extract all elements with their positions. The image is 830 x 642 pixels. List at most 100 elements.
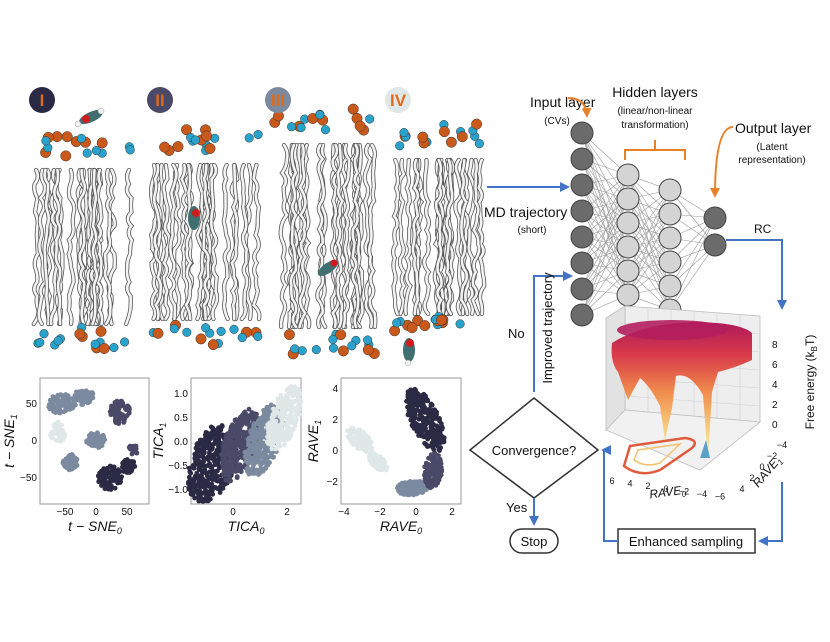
scatter-point (277, 439, 282, 445)
sc3-xlabel-sub: 0 (417, 526, 422, 536)
hidden-layers-bracket (624, 140, 686, 160)
network-edge (581, 174, 629, 264)
choline-bead (328, 334, 338, 345)
sampling-to-convergence-arrow (601, 445, 618, 542)
scatter-point (365, 439, 371, 444)
surface-contour-inner (633, 442, 683, 466)
scatter-point (201, 438, 207, 443)
panel-badge-4: IV (385, 87, 411, 113)
scatter-point (225, 459, 231, 465)
scatter-point (126, 469, 132, 475)
scatter-point (61, 434, 67, 440)
solute-molecule-1 (74, 107, 105, 128)
scatter-point (266, 427, 271, 432)
scatter-point (412, 489, 417, 495)
scatter-point (221, 470, 227, 475)
rc-label: RC (754, 222, 772, 236)
improved-trajectory-label: Improved trajectory (540, 272, 555, 384)
scatter-point (429, 470, 435, 476)
scatter-point (269, 431, 275, 436)
network-edge (581, 198, 629, 264)
scatter-point (90, 395, 96, 401)
lipid-tail (202, 163, 210, 321)
network-edge (581, 246, 629, 316)
scatter-point (242, 445, 248, 450)
sc2-xlabel: TICA0 (228, 518, 265, 536)
scatter-point (199, 497, 204, 503)
scatter-point (101, 468, 107, 474)
scatter-point (187, 469, 193, 474)
scatter-point (49, 398, 54, 403)
solute-molecule-3 (317, 259, 339, 277)
scatter-point (281, 411, 287, 417)
scatter-point (234, 419, 239, 425)
scatter-point (109, 473, 115, 479)
sc1-ytick: 0 (31, 436, 37, 447)
lipid-tail (196, 163, 205, 321)
sc3-ylabel-sub: 1 (313, 420, 323, 425)
input-node (570, 147, 594, 171)
phosphate-bead (152, 327, 164, 339)
scatter-point (245, 453, 251, 458)
lipid-tail (397, 158, 406, 316)
sc1-ytick: 50 (26, 399, 38, 410)
lipid-tail (404, 158, 412, 316)
membrane-panel (31, 131, 135, 354)
sc2-xlabel-sub: 0 (259, 526, 264, 536)
scatter-point (72, 455, 78, 461)
hidden-node (658, 202, 682, 226)
scatter-point (115, 476, 120, 482)
scatter-point (412, 411, 418, 416)
scatter-point (237, 428, 243, 433)
phosphate-bead (347, 103, 359, 115)
scatter-point (277, 403, 283, 409)
choline-bead (125, 145, 135, 155)
scatter-point (422, 486, 428, 492)
scatter-point (107, 483, 112, 488)
scatter-point (195, 441, 201, 446)
scatter-point (430, 444, 435, 450)
membrane-panels (31, 103, 487, 360)
scatter-point (216, 438, 222, 444)
network-edge (581, 174, 629, 238)
scatter-point (204, 430, 210, 436)
scatter-point (422, 472, 427, 478)
scatter-point (256, 432, 262, 438)
choline-bead (41, 136, 51, 146)
hidden-node (616, 163, 640, 187)
network-edge (581, 158, 629, 224)
scatter-point (201, 459, 206, 465)
scatter-point (278, 393, 284, 398)
panel-badge-2: II (147, 87, 173, 113)
network-edge (581, 222, 629, 290)
phosphate-bead (60, 150, 72, 162)
scatter-point (243, 458, 249, 464)
scatter-point (247, 443, 253, 449)
scatter-point (58, 435, 63, 440)
choline-bead (399, 128, 409, 138)
sc2-xtick: 2 (284, 507, 290, 518)
network-edge (581, 184, 629, 272)
scatter-point (240, 412, 245, 418)
scatter-point (108, 412, 114, 418)
scatter-point (416, 479, 422, 485)
scatter-point (286, 385, 292, 391)
scatter-point (418, 413, 424, 419)
sc3-ytick: −2 (327, 477, 339, 488)
surface-xlabel-sub: 0 (681, 489, 687, 499)
scatter-point (364, 434, 370, 439)
scatter-point (201, 449, 206, 454)
scatter-point (273, 422, 279, 428)
scatter-point (190, 480, 196, 486)
scatter-point (57, 407, 63, 413)
scatter2-ticks: 0 2 1.0 0.5 0.0 −0.5 −1.0 (168, 389, 290, 518)
scatter-point (433, 434, 439, 440)
scatter-point (280, 432, 286, 438)
badge-numeral: II (155, 91, 164, 110)
scatter-point (58, 392, 64, 398)
scatter-point (373, 464, 379, 470)
scatter-point (74, 395, 80, 401)
sc2-ytick: −0.5 (168, 461, 188, 472)
lipid-tail (298, 143, 307, 329)
sc1-ylabel-main: t − SNE (1, 419, 17, 468)
